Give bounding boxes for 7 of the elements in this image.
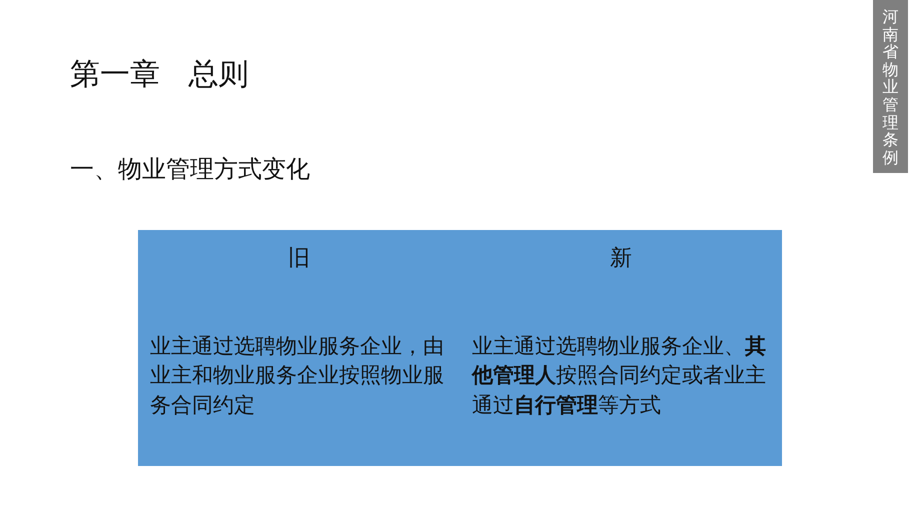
table-text: 业主通过选聘物业服务企业、其他管理人按照合同约定或者业主通过自行管理等方式 (470, 332, 767, 419)
side-tab-text: 河南省物业管理条例 (882, 8, 898, 169)
slide-title: 第一章 总则 (70, 56, 249, 94)
table-text: 业主通过选聘物业服务企业，由业主和物业服务企业按照物业服务合同约定 (149, 332, 445, 419)
column-header: 新 (609, 245, 633, 273)
column-header: 旧 (287, 245, 311, 273)
section-heading: 一、物业管理方式变化 (70, 154, 310, 185)
